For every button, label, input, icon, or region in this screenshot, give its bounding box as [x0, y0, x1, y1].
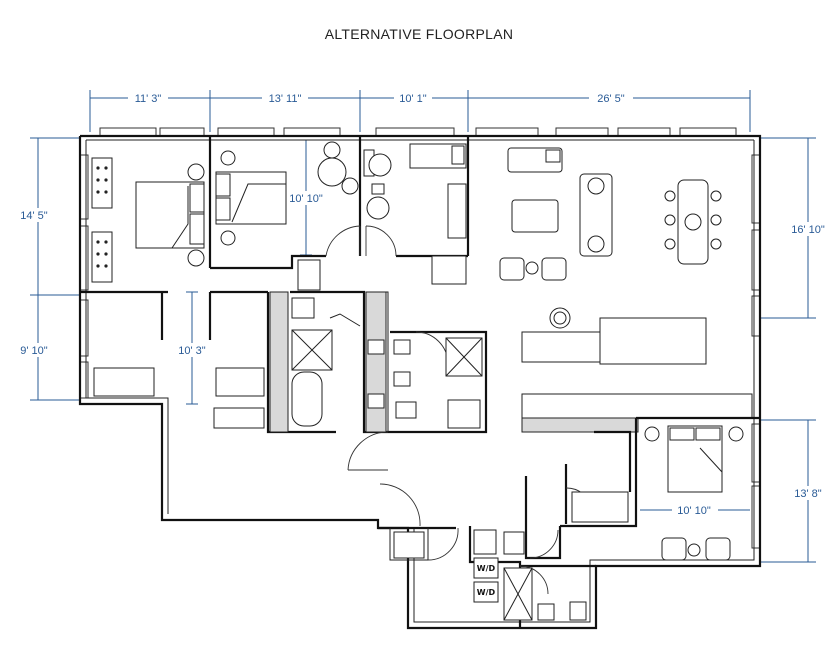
sink-icon	[393, 339, 411, 355]
dim-right-1: 16' 10"	[791, 224, 825, 236]
sink-icon	[393, 371, 411, 387]
armchair-icon	[541, 257, 567, 281]
laundry: W/D W/D	[393, 529, 587, 621]
dim-left-1: 14' 5"	[20, 210, 48, 222]
hall-bath	[445, 337, 483, 429]
office	[363, 143, 467, 285]
living-dining	[499, 147, 722, 329]
armchair-icon	[499, 257, 525, 281]
dim-top-1: 11' 3"	[135, 93, 162, 105]
dim-top-2: 13' 11"	[269, 93, 302, 105]
sink-icon	[473, 529, 497, 555]
door-swings	[325, 225, 593, 595]
sink-icon	[367, 339, 385, 355]
sink-icon	[537, 603, 555, 621]
dim-inner-bed3: 10' 10"	[677, 505, 711, 517]
master-bath	[291, 297, 417, 427]
washer-dryer-1	[473, 557, 499, 579]
bathtub-icon	[291, 371, 323, 427]
toilet-icon	[291, 297, 315, 319]
bedroom-1	[91, 157, 205, 283]
sink-icon	[367, 393, 385, 409]
sofa-icon	[511, 199, 559, 233]
washer-dryer-label-2: W/D	[477, 588, 496, 597]
round-table-icon	[317, 157, 347, 187]
sofa-icon	[579, 173, 613, 257]
dim-inner-closet: 10' 3"	[178, 345, 206, 357]
dim-left-2: 9' 10"	[20, 345, 48, 357]
armchair-icon	[661, 537, 687, 561]
dimension-labels: 11' 3" 13' 11" 10' 1" 26' 5" 14' 5" 9' 1…	[14, 91, 830, 517]
radiator-icon	[91, 157, 113, 209]
dim-top-4: 26' 5"	[597, 93, 625, 105]
toilet-icon	[569, 601, 587, 621]
closets	[93, 367, 265, 429]
bedroom-3	[571, 425, 744, 561]
radiator-icon	[91, 231, 113, 283]
floorplan-title: ALTERNATIVE FLOORPLAN	[324, 26, 514, 42]
dim-right-2: 13' 8"	[794, 488, 822, 500]
interior-walls	[80, 136, 760, 628]
dim-top-3: 10' 1"	[399, 93, 427, 105]
washer-dryer-2	[473, 581, 499, 603]
bedroom-2	[215, 141, 359, 291]
toilet-icon	[395, 401, 417, 419]
washer-dryer-label-1: W/D	[477, 564, 496, 573]
armchair-icon	[705, 537, 731, 561]
dim-inner-bed2: 10' 10"	[289, 193, 323, 205]
